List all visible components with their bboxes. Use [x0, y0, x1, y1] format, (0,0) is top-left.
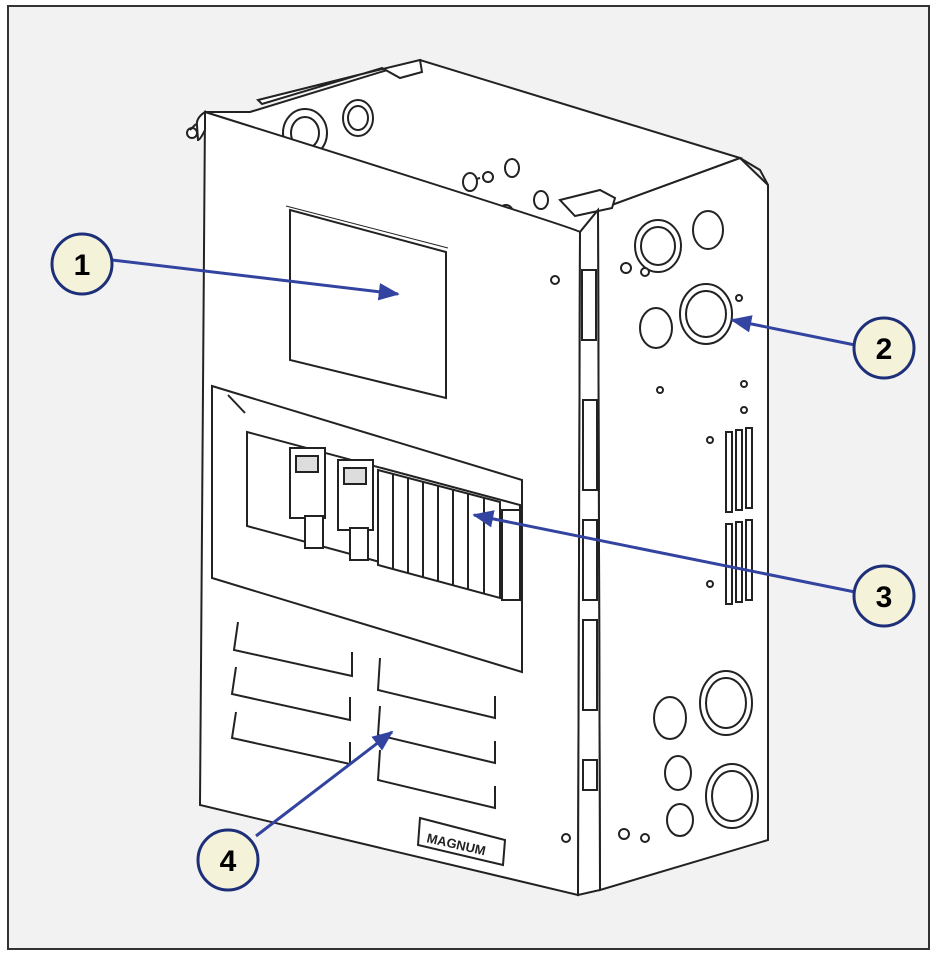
callout-4: 4 [196, 828, 260, 892]
callout-1: 1 [50, 232, 114, 296]
side-panel-vents [725, 427, 753, 605]
callout-arrow-3 [472, 510, 856, 594]
callout-arrow-4 [255, 730, 394, 838]
callout-4-number: 4 [220, 845, 237, 878]
vent-louvers [230, 621, 496, 810]
callout-2: 2 [852, 316, 916, 380]
callout-arrow-1 [111, 258, 400, 301]
side-panel-knockouts [618, 210, 759, 843]
inner-hardware [576, 207, 602, 897]
callout-2-number: 2 [876, 333, 893, 366]
callout-3: 3 [852, 564, 916, 628]
breaker-panel [211, 384, 523, 674]
callout-1-number: 1 [74, 249, 91, 282]
callout-3-number: 3 [876, 581, 893, 614]
callout-arrows [111, 258, 856, 838]
callout-arrow-2 [730, 315, 856, 347]
display-window [285, 205, 449, 400]
enclosure-top [204, 58, 744, 234]
